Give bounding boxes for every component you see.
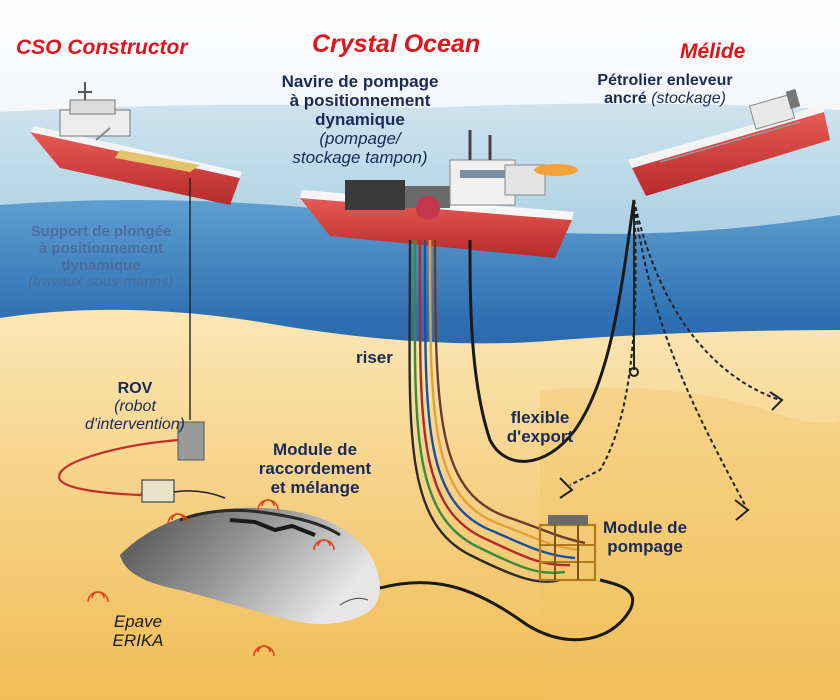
label-rov: ROV (robot d'intervention) [70,380,200,434]
pumping-vessel [300,130,578,258]
label-petrolier-3: (stockage) [651,89,726,107]
label-navire-1: Navire de pompage [281,72,439,91]
label-petrolier-2: ancré [604,89,647,107]
signal-markers [87,499,335,657]
label-module-raccordement: Module de raccordement et mélange [240,440,390,497]
label-support-2: à positionnement [38,239,164,257]
label-epave-1: Epave [113,612,163,631]
label-navire: Navire de pompage à positionnement dynam… [255,72,465,167]
label-navire-3: dynamique [315,110,405,130]
label-flexible-1: flexible [510,408,570,427]
label-petrolier-1: Pétrolier enleveur [597,72,733,89]
tanker [628,88,830,196]
label-support-4: (travaux sous-marins) [28,273,174,291]
rov-cage-icon [177,421,205,461]
label-module-rac-2: raccordement [258,459,372,479]
label-support: Support de plongée à positionnement dyna… [6,223,196,291]
label-flexible-2: d'export [506,427,574,447]
label-module-rac-3: et mélange [270,478,360,498]
vessel-name-center: Crystal Ocean [312,30,481,58]
support-vessel [30,82,242,205]
label-epave-2: ERIKA [112,631,164,651]
label-riser: riser [356,348,393,367]
label-module-pomp-1: Module de [602,518,688,537]
label-petrolier: Pétrolier enleveur ancré (stockage) [560,72,770,108]
label-navire-2: à positionnement [289,91,431,111]
vessel-name-left: CSO Constructor [16,36,188,59]
erika-wreck [120,507,380,625]
pumping-module-icon [538,515,597,582]
label-module-rac-1: Module de [272,440,358,459]
label-navire-4: (pompage/ [319,129,401,149]
label-support-3: dynamique [61,256,141,274]
label-support-1: Support de plongée [30,223,172,240]
label-rov-2: (robot [114,397,156,415]
vessel-name-right: Mélide [680,40,746,63]
label-module-pomp-2: pompage [607,537,683,557]
label-navire-5: stockage tampon) [292,148,428,168]
label-rov-3: d'intervention) [85,415,185,433]
label-flexible: flexible d'export [492,408,588,446]
rov-icon [141,479,175,503]
label-epave: Epave ERIKA [98,612,178,650]
label-module-pompage: Module de pompage [590,518,700,556]
label-rov-1: ROV [117,380,153,397]
